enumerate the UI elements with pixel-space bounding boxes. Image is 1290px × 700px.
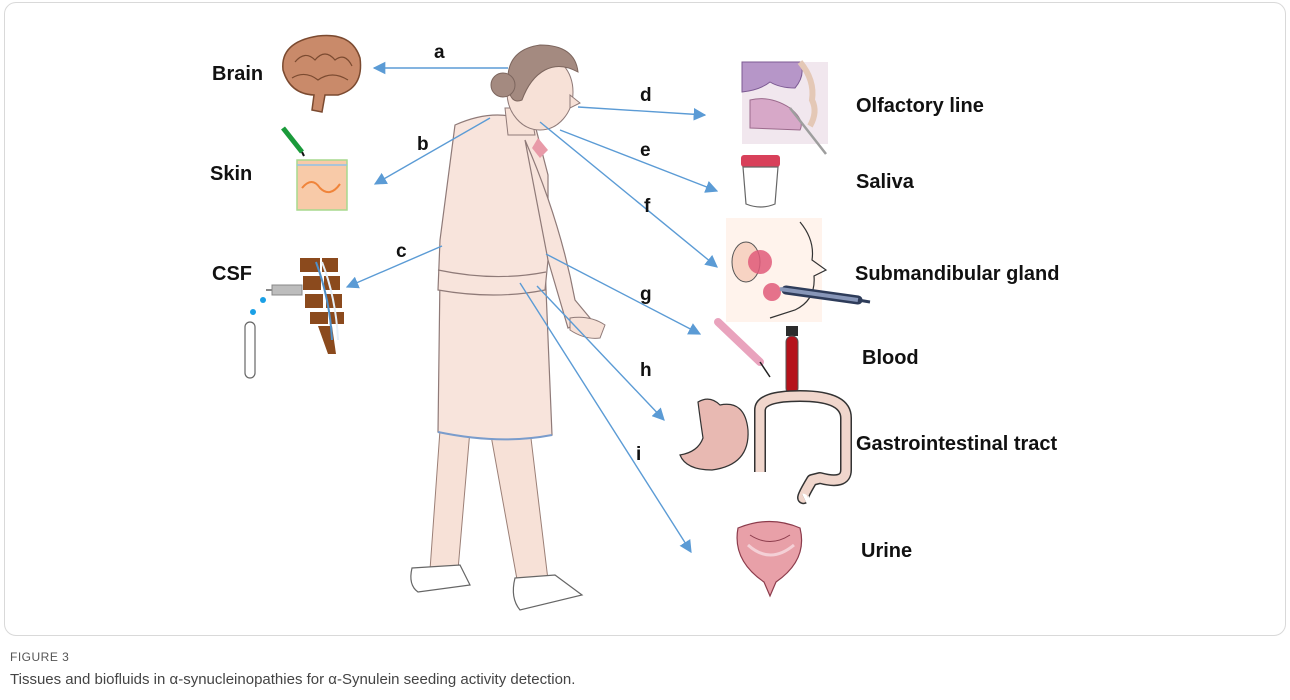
letter-i: i	[636, 444, 641, 465]
letter-a: a	[434, 42, 445, 63]
letter-f: f	[644, 196, 651, 217]
label-submandibular: Submandibular gland	[855, 263, 1059, 285]
gi-tract-icon	[680, 396, 846, 498]
label-urine: Urine	[861, 540, 912, 562]
skin-biopsy-icon	[283, 128, 347, 210]
label-skin: Skin	[210, 163, 252, 185]
saliva-container-icon	[741, 155, 780, 207]
label-saliva: Saliva	[856, 171, 915, 193]
blood-icon	[718, 322, 798, 394]
figure-caption: Tissues and biofluids in α-synucleinopat…	[10, 671, 575, 688]
letter-c: c	[396, 241, 407, 262]
olfactory-icon	[742, 62, 828, 154]
letter-g: g	[640, 284, 652, 305]
bladder-icon	[737, 522, 802, 597]
arrow-e	[560, 130, 717, 191]
label-blood: Blood	[862, 347, 919, 369]
letter-b: b	[417, 134, 429, 155]
csf-spine-icon	[245, 258, 344, 378]
submandibular-gland-icon	[726, 218, 870, 322]
letter-e: e	[640, 140, 651, 161]
letter-d: d	[640, 85, 652, 106]
brain-icon	[283, 35, 361, 112]
label-brain: Brain	[212, 63, 263, 85]
arrow-d	[578, 107, 705, 115]
label-gi: Gastrointestinal tract	[856, 433, 1058, 455]
arrow-c	[347, 246, 442, 287]
figure-label: FIGURE 3	[10, 650, 69, 664]
label-csf: CSF	[212, 263, 252, 285]
label-olfactory: Olfactory line	[856, 95, 984, 117]
letter-h: h	[640, 360, 652, 381]
arrow-f	[540, 122, 717, 267]
figure-diagram: a b c d e f g h i Brain Skin	[0, 0, 1290, 640]
